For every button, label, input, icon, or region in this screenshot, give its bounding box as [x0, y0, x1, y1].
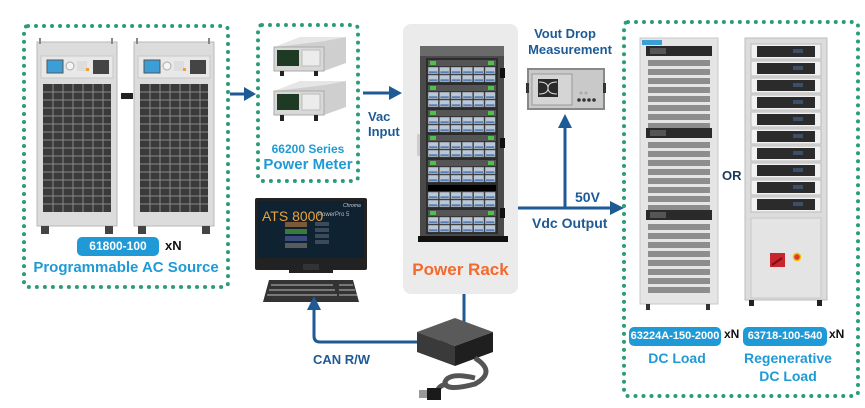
arrow-ac-to-meter	[230, 87, 256, 101]
dc-load-group	[622, 20, 860, 398]
ac-source-link	[121, 93, 133, 99]
regen-load-unit	[750, 94, 822, 111]
power-rack-label: Power Rack	[412, 260, 509, 279]
computer-screen-title: ATS 8000	[262, 208, 324, 224]
vdc-output-label: Vdc Output	[532, 215, 608, 231]
dc-load-cabinet	[639, 37, 719, 310]
rack-shelf	[427, 160, 496, 183]
regen-load-label-line2: DC Load	[759, 368, 817, 384]
dc-load-unit	[646, 210, 712, 293]
ac-source-cabinet-1	[36, 38, 118, 234]
regen-load-unit	[750, 128, 822, 145]
can-adapter-icon	[417, 318, 493, 400]
regen-load-multiplier: xN	[829, 327, 845, 341]
dc-load-unit	[646, 128, 712, 211]
vdc-voltage-label: 50V	[575, 189, 600, 205]
dc-load-multiplier: xN	[724, 327, 740, 341]
rack-shelf	[427, 60, 496, 83]
rack-shelf	[427, 85, 496, 108]
regen-load-unit	[750, 196, 822, 213]
arrow-meter-to-rack	[363, 86, 402, 100]
ac-source-label: Programmable AC Source	[33, 259, 219, 276]
computer-stand-keyboard	[255, 258, 367, 302]
power-meter-label: Power Meter	[263, 156, 353, 173]
regen-load-label-line1: Regenerative	[744, 350, 832, 366]
regen-load-unit	[750, 60, 822, 77]
computer-screen-subtitle: PowerPro 5	[318, 212, 350, 218]
regen-load-unit	[750, 111, 822, 128]
ac-source-cabinet-2	[133, 38, 215, 234]
rack-shelf	[427, 185, 496, 208]
vac-input-line1: Vac	[368, 109, 391, 124]
ac-source-multiplier: xN	[165, 238, 182, 253]
ac-source-model-chip: 61800-100	[77, 237, 159, 256]
rack-shelf	[427, 110, 496, 133]
power-rack-cabinet	[417, 46, 508, 242]
regen-load-unit	[750, 179, 822, 196]
or-label: OR	[722, 168, 742, 183]
arrow-vdc-output	[518, 114, 624, 215]
power-meter-device-top	[273, 37, 346, 76]
vac-input-line2: Input	[368, 124, 400, 139]
rack-shelf	[427, 135, 496, 158]
vout-drop-line2: Measurement	[528, 42, 612, 57]
regen-load-cabinet	[744, 37, 828, 306]
regen-load-model-chip: 63718-100-540	[743, 327, 827, 346]
computer-monitor	[255, 198, 367, 270]
dc-load-unit	[646, 46, 712, 129]
dc-load-label: DC Load	[648, 350, 706, 366]
power-meter-series: 66200 Series	[271, 142, 345, 156]
power-meter-group	[256, 23, 360, 183]
regen-load-unit	[750, 43, 822, 60]
ac-source-group	[22, 24, 230, 289]
vout-drop-line1: Vout Drop	[534, 26, 596, 41]
computer-brand: Chroma	[343, 203, 361, 209]
dc-load-model-chip: 63224A-150-2000	[629, 327, 721, 346]
can-rw-label: CAN R/W	[313, 352, 371, 367]
regen-load-unit	[750, 162, 822, 179]
oscilloscope-icon	[526, 68, 606, 110]
rack-shelf	[427, 210, 496, 233]
regen-load-unit	[750, 145, 822, 162]
regen-load-unit	[750, 77, 822, 94]
power-meter-device-bottom	[273, 81, 346, 121]
